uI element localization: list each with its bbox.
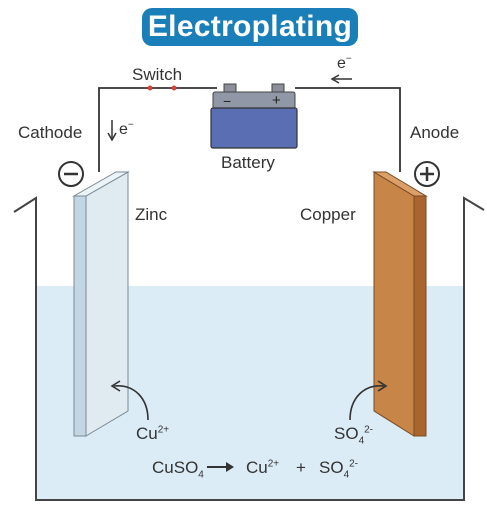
cathode-label: Cathode	[18, 123, 83, 142]
zinc-electrode	[72, 171, 130, 437]
switch-label: Switch	[132, 65, 183, 84]
copper-label: Copper	[300, 205, 356, 224]
copper-ion-label: Cu2+	[136, 424, 170, 443]
electron-label-left: e−	[119, 119, 134, 138]
electron-arrow-down-icon	[107, 120, 117, 142]
battery	[210, 83, 298, 149]
battery-label: Battery	[221, 153, 275, 172]
sulfate-ion-arrow-icon	[349, 380, 388, 421]
battery-negative-sign: −	[223, 93, 232, 109]
reaction-arrow-icon	[207, 462, 234, 472]
zinc-label: Zinc	[135, 205, 168, 224]
sulfate-ion-label: SO42-	[334, 424, 374, 447]
equation-reactant: CuSO4	[152, 458, 204, 481]
electron-label-right: e−	[337, 53, 352, 72]
copper-electrode	[372, 171, 428, 437]
equation-product1: Cu2+	[246, 458, 280, 477]
switch-contact-right	[171, 85, 177, 91]
equation-product2: SO42-	[319, 458, 359, 481]
switch-contact-left	[147, 85, 153, 91]
anode-label: Anode	[410, 123, 460, 142]
copper-ion-arrow-icon	[110, 380, 149, 421]
battery-terminal-right	[271, 83, 285, 93]
circuit-wire	[98, 87, 401, 172]
electron-arrow-left-icon	[330, 74, 352, 84]
battery-body	[210, 107, 298, 149]
battery-positive-sign: +	[272, 92, 281, 109]
tank-outline	[13, 196, 485, 501]
equation-plus: +	[296, 458, 306, 477]
page-title: Electroplating	[142, 8, 358, 46]
battery-terminal-left	[223, 83, 237, 93]
